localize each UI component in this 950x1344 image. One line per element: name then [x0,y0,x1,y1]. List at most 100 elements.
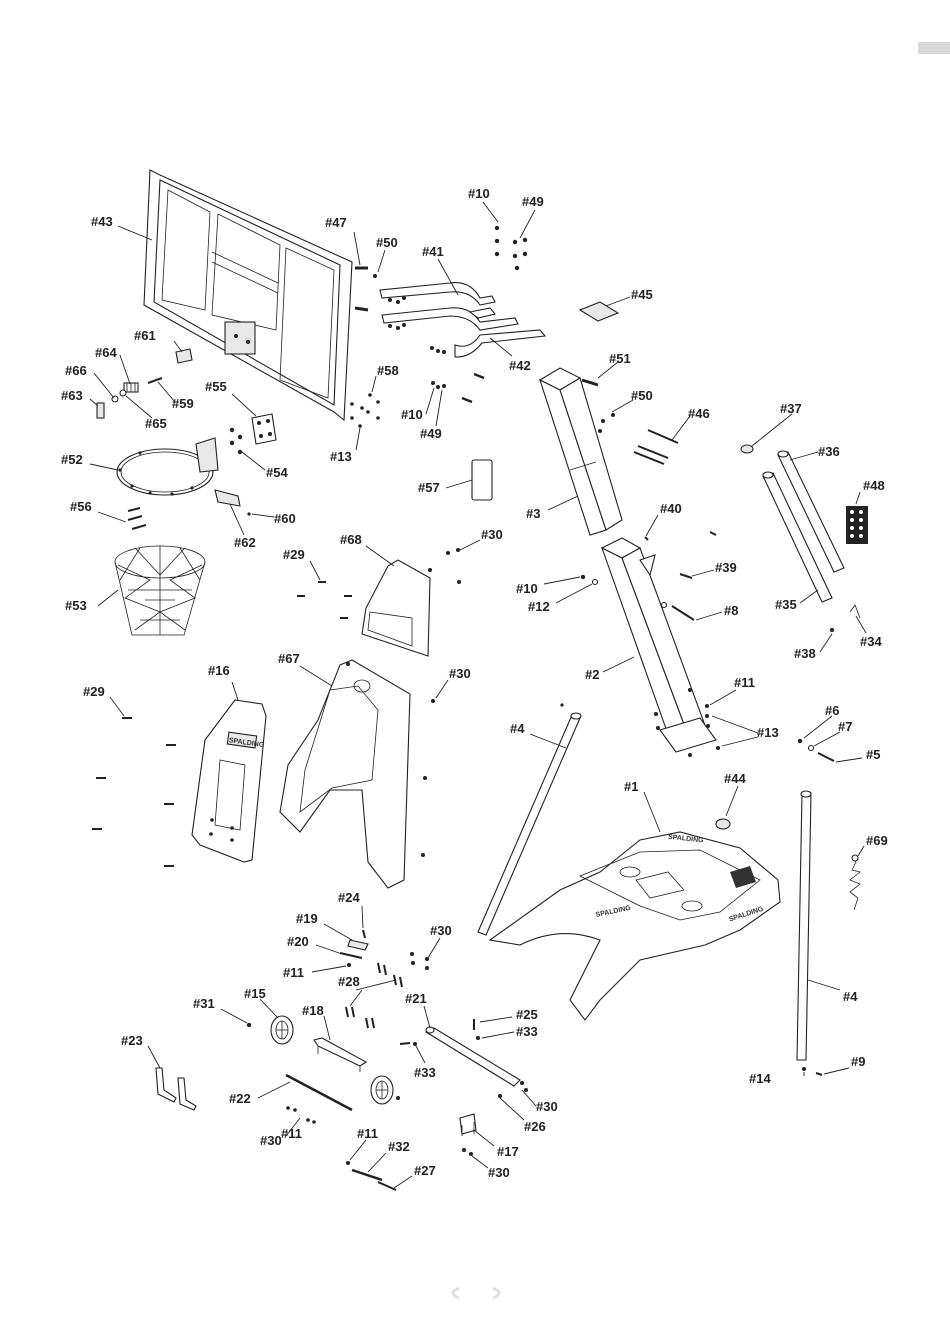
callout-label: #48 [863,478,885,493]
part-2-lower-pole [600,537,717,753]
part-14-nut [802,1067,806,1071]
part-40-pin [644,536,649,541]
part-30-nuts-g [286,1106,316,1124]
callout-label: #53 [65,598,87,613]
callout-label: #1 [624,779,638,794]
part-38-screw [830,628,834,632]
callout-label: #59 [172,396,194,411]
callout-label: #42 [509,358,531,373]
panel-16-brand: SPALDING [228,737,265,749]
part-32-pin [351,1168,383,1182]
callout-label: #38 [794,646,816,661]
callout-label: #29 [83,684,105,699]
callout-label: #45 [631,287,653,302]
part-8-washer [660,601,668,609]
part-30-nut-e [462,1148,466,1152]
callout-label: #8 [724,603,738,618]
part-57-sticker [471,459,493,501]
callout-label: #56 [70,499,92,514]
callout-label: #18 [302,1003,324,1018]
callout-label: #30 [449,666,471,681]
callout-label: #57 [418,480,440,495]
callout-label: #50 [631,388,653,403]
callout-label: #55 [205,379,227,394]
callout-label: #61 [134,328,156,343]
page-tab-marker [918,42,950,54]
part-33-bolt-a [399,1042,411,1045]
callout-label: #25 [516,1007,538,1022]
callout-label: #11 [283,965,304,980]
part-18-wheel-bracket [313,1037,368,1072]
part-53-net [114,545,206,636]
part-40-pin-b [709,531,717,536]
part-52-rim [116,437,219,496]
callout-label: #40 [660,501,682,516]
callout-label: #17 [497,1144,519,1159]
part-50-washers-pole [598,413,615,433]
leader-lines [89,201,867,1189]
callout-label: #62 [234,535,256,550]
part-3-upper-pole [538,367,623,536]
part-31-nut [246,1022,252,1028]
part-67-front-panel [279,659,411,889]
callout-label: #22 [229,1091,251,1106]
part-4-left-brace [477,703,582,936]
callout-label: #44 [724,771,746,786]
callout-label: #30 [536,1099,558,1114]
part-30-nuts-a [428,548,461,584]
callout-label: #12 [528,599,550,614]
callout-label: #23 [121,1033,143,1048]
callout-label: #20 [287,934,309,949]
callout-label: #35 [775,597,797,612]
part-33-nut-c [476,1036,480,1040]
part-30-nuts-d [498,1081,528,1098]
callout-label: #13 [757,725,779,740]
part-9-screw [815,1072,823,1076]
callout-label: #14 [749,1071,771,1086]
callout-label: #4 [843,989,858,1004]
part-68-cover [361,559,431,657]
part-55-mounting-plate [251,413,277,445]
part-11-nut-b [346,1161,350,1165]
callout-label: #32 [388,1139,410,1154]
callout-label: #47 [325,215,347,230]
callout-label: #58 [377,363,399,378]
callout-label: #43 [91,214,113,229]
part-10-49-top-nuts [494,225,528,271]
part-45-pad [578,301,620,322]
part-10-nut-pole [580,574,586,580]
part-29-screws [92,581,352,867]
part-46-long-bolts [633,429,679,465]
callout-label: #36 [818,444,840,459]
callout-label: #6 [825,703,839,718]
callout-label: #27 [414,1163,436,1178]
callout-label: #2 [585,667,599,682]
part-8-long-bolt [671,605,695,621]
callout-label: #7 [838,719,852,734]
callout-label: #67 [278,651,300,666]
part-41-upper-arms [379,282,519,331]
part-28-bolts [345,962,403,1029]
part-22-axle [285,1073,353,1112]
callout-label: #11 [281,1126,302,1141]
part-17-bracket [459,1113,477,1136]
part-48-decal [846,506,868,544]
part-42-lower-arms [454,307,547,358]
part-59-bolt [147,377,163,384]
callout-label: #41 [422,244,444,259]
callout-label: #10 [401,407,423,422]
callout-label: #24 [338,890,360,905]
callout-label: #50 [376,235,398,250]
callout-label: #37 [780,401,802,416]
part-36-tube [777,450,845,573]
part-35-tube [762,471,833,603]
part-61-bracket-plate [175,348,193,364]
part-62-bracket [214,489,241,507]
part-24-screw [362,929,366,939]
callout-label: #10 [516,581,538,596]
part-5-bolt [817,752,835,762]
base-brand-top: SPALDING [668,834,705,845]
part-11-13-base-nuts [654,688,720,757]
callout-label: #30 [260,1133,282,1148]
callout-label: #34 [860,634,882,649]
